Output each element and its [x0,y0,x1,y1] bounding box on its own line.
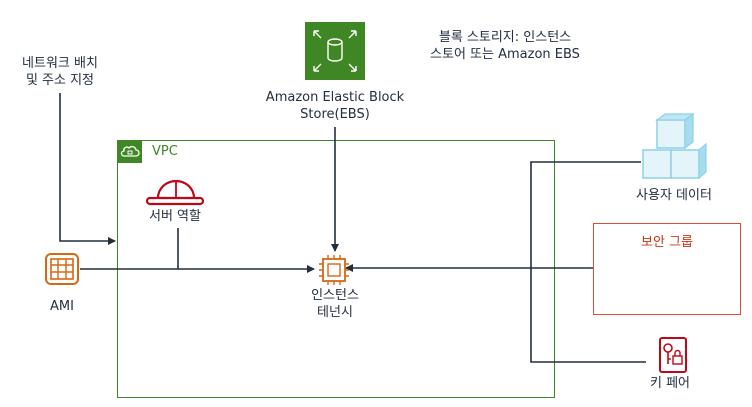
security-group-box: 보안 그룹 [593,223,741,315]
chip-icon [319,255,349,285]
security-group-label: 보안 그룹 [641,235,693,250]
vpc-cloud-icon [118,141,142,163]
ami-label: AMI [50,299,74,314]
block-storage-label: 블록 스토리지: 인스턴스 스토어 또는 Amazon EBS [430,30,580,62]
key-pair-label: 키 페어 [649,376,690,391]
network-connector [59,93,116,245]
ami-icon [45,253,79,285]
ebs-icon [305,22,365,80]
vpc-label: VPC [152,144,178,159]
right-bracket-connector [530,161,646,363]
hard-hat-icon [145,179,205,206]
server-role-label: 서버 역할 [149,209,201,224]
ebs-label: Amazon Elastic Block Store(EBS) [265,90,405,122]
user-data-label: 사용자 데이터 [636,188,712,203]
network-label: 네트워크 배치 및 주소 지정 [22,56,98,88]
cubes-icon [642,112,707,180]
instance-tenancy-label: 인스턴스 테넌시 [311,288,359,320]
key-pair-icon [659,337,687,373]
